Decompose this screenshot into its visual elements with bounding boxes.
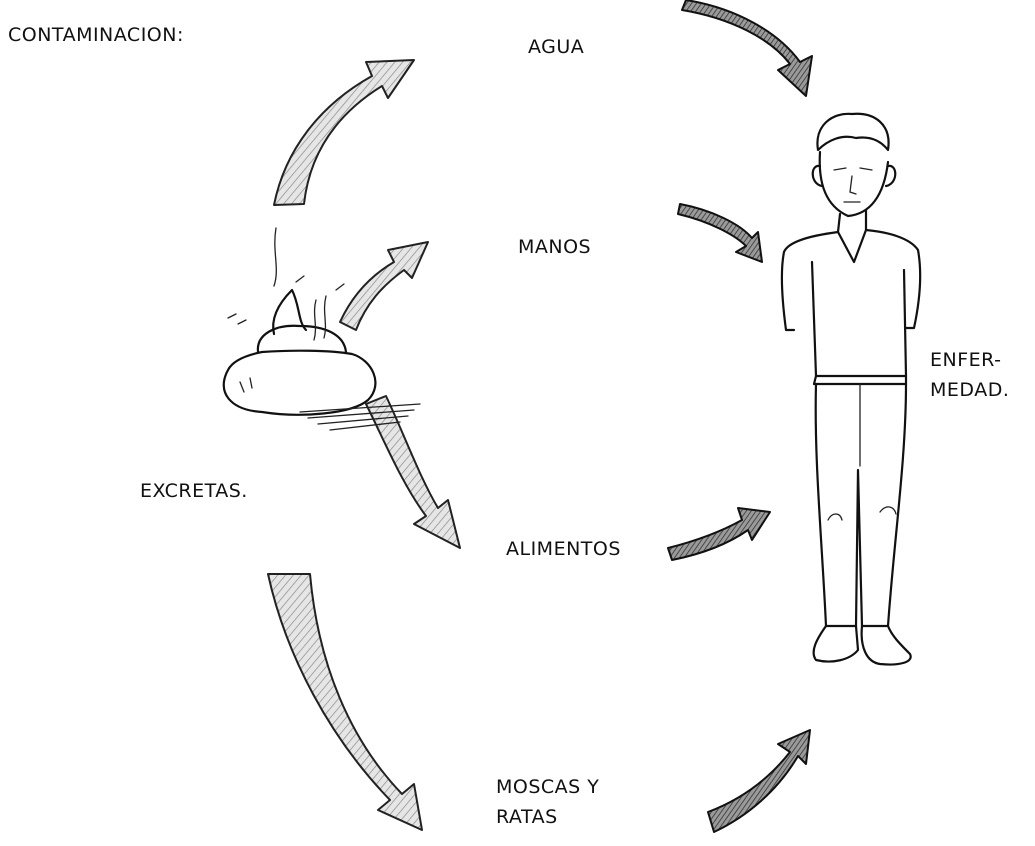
arrow-excretas-to-agua [274, 60, 414, 205]
route-label-agua: AGUA [528, 32, 584, 62]
arrow-alimentos-to-persona [668, 508, 770, 560]
arrow-moscas-to-persona [708, 730, 810, 832]
outcome-label-line: MEDAD. [930, 375, 1009, 405]
arrow-agua-to-persona [682, 0, 812, 96]
route-label-manos: MANOS [518, 232, 591, 262]
route-label-moscas-ratas: MOSCAS Y RATAS [496, 772, 599, 832]
route-label-line: RATAS [496, 802, 599, 832]
outcome-label: ENFER- MEDAD. [930, 345, 1009, 405]
excrement-icon [224, 228, 420, 430]
source-label: EXCRETAS. [140, 476, 248, 506]
arrow-excretas-to-manos [340, 242, 428, 330]
arrow-excretas-to-moscas [268, 574, 422, 830]
route-label-line: MOSCAS Y [496, 772, 599, 802]
route-label-alimentos: ALIMENTOS [506, 534, 621, 564]
diagram-title: CONTAMINACION: [8, 20, 184, 50]
sick-person-icon [782, 114, 920, 665]
arrow-manos-to-persona [678, 204, 762, 262]
outcome-label-line: ENFER- [930, 345, 1009, 375]
